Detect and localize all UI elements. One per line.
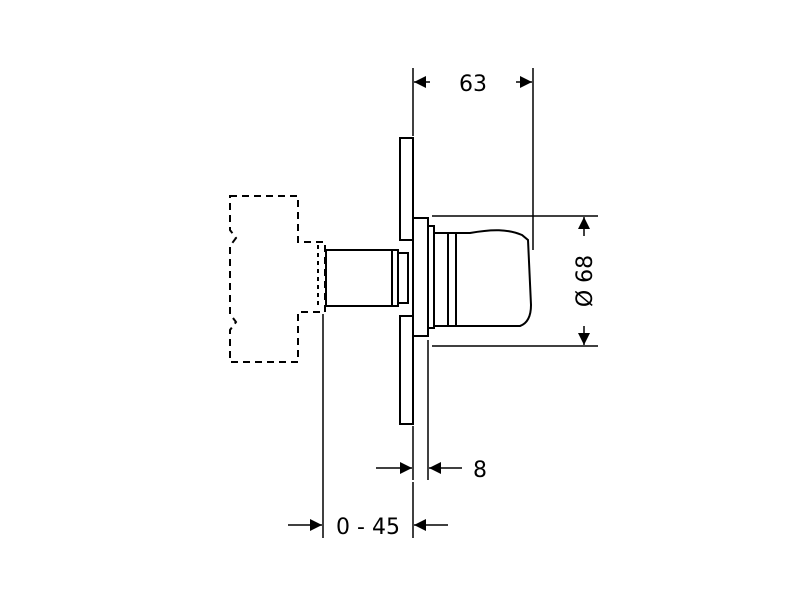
dim-0-45-label: 0 - 45 [336,515,400,540]
wall-plate [399,137,414,425]
dim-diameter-68: Ø 68 [432,215,598,347]
dim-0-45: 0 - 45 [288,314,448,540]
dim-8-label: 8 [473,458,487,483]
extension-sleeve [325,249,409,307]
dim-8: 8 [376,340,487,483]
dim-63: 63 [412,68,534,250]
dim-63-label: 63 [459,72,487,97]
rosette-flange [412,217,429,337]
hidden-valve-body [229,195,326,363]
handle [433,229,533,327]
dim-diameter-label: Ø 68 [573,255,598,307]
